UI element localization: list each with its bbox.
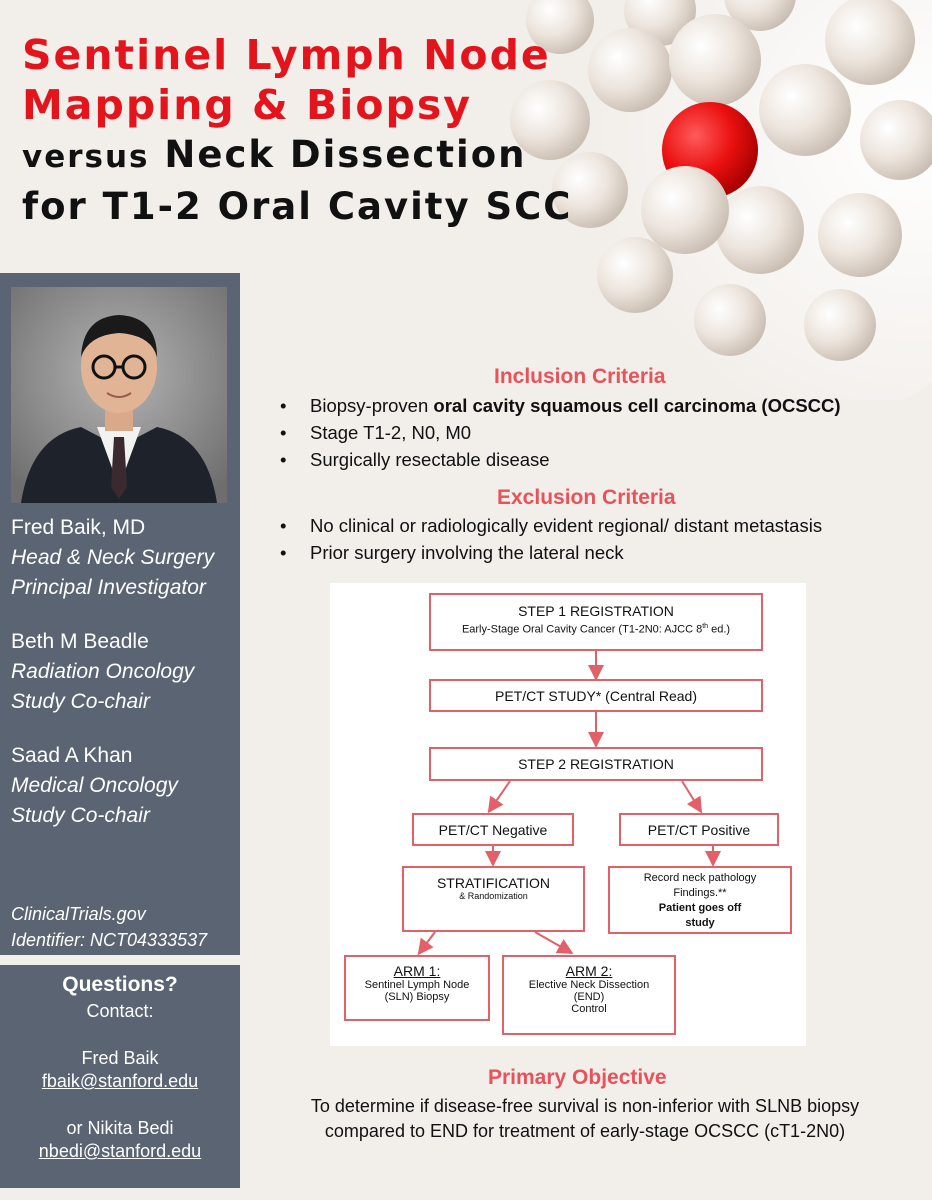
person-name: Saad A Khan <box>11 744 133 767</box>
title-versus: versus <box>22 139 150 175</box>
arm1-title: ARM 1: <box>393 963 441 979</box>
arm2-title: ARM 2: <box>565 963 613 979</box>
investigators-sidebar: Fred Baik, MD Head & Neck Surgery Princi… <box>0 273 240 955</box>
inclusion-item-text: Biopsy-proven <box>310 395 434 416</box>
person-title: Study Co-chair <box>11 690 150 713</box>
trial-id: Identifier: NCT04333537 <box>11 930 208 950</box>
objective-line-2: compared to END for treatment of early-s… <box>324 1121 846 1141</box>
contact-name-1: Fred Baik <box>81 1048 159 1068</box>
portrait-image <box>11 287 227 503</box>
person-name: Beth M Beadle <box>11 630 149 653</box>
list-item: Stage T1-2, N0, M0 <box>280 419 841 446</box>
inclusion-item-bold: oral cavity squamous cell carcinoma (OCS… <box>433 395 841 416</box>
petct-positive-box: PET/CT Positive <box>619 813 779 846</box>
contact-email-link-1[interactable]: fbaik@stanford.edu <box>41 1071 199 1091</box>
contact-label: Contact: <box>86 1001 154 1021</box>
record-line-2: Findings.** <box>673 887 727 899</box>
person-beth-beadle: Beth M Beadle Radiation Oncology Study C… <box>11 627 237 717</box>
study-schema-flowchart: STEP 1 REGISTRATION Early-Stage Oral Cav… <box>330 583 806 1046</box>
trial-registry: ClinicalTrials.gov <box>11 904 146 924</box>
arm1-box: ARM 1: Sentinel Lymph Node (SLN) Biopsy <box>344 955 490 1021</box>
sphere-cluster-illustration <box>510 0 932 400</box>
arm2-box: ARM 2: Elective Neck Dissection (END) Co… <box>502 955 676 1035</box>
title-line-4: for T1-2 Oral Cavity SCC <box>22 185 573 228</box>
step1-subtitle-end: ed.) <box>708 623 731 636</box>
person-role: Radiation Oncology <box>11 660 195 683</box>
arm1-line-2: (SLN) Biopsy <box>384 991 450 1003</box>
step1-superscript: th <box>702 623 709 630</box>
exclusion-list: No clinical or radiologically evident re… <box>280 512 822 566</box>
person-role: Medical Oncology <box>11 774 178 797</box>
contact-email-link-2[interactable]: nbedi@stanford.edu <box>38 1141 202 1161</box>
exclusion-heading: Exclusion Criteria <box>497 486 676 509</box>
arm2-line-3: Control <box>571 1003 607 1015</box>
title-line-3: versus Neck Dissection <box>22 130 572 182</box>
record-line-1: Record neck pathology <box>643 872 757 884</box>
step2-registration-box: STEP 2 REGISTRATION <box>429 747 763 781</box>
title-line-1: Sentinel Lymph Node <box>22 31 551 79</box>
person-role: Head & Neck Surgery <box>11 546 215 569</box>
stratification-title: STRATIFICATION <box>436 875 551 891</box>
stratification-box: STRATIFICATION & Randomization <box>402 866 585 932</box>
petct-study-label: PET/CT STUDY* (Central Read) <box>494 688 697 704</box>
flowchart-arrows <box>417 651 721 956</box>
title-neck-dissection: Neck Dissection <box>164 133 527 176</box>
petct-negative-box: PET/CT Negative <box>412 813 574 846</box>
person-title: Principal Investigator <box>11 576 206 599</box>
person-saad-khan: Saad A Khan Medical Oncology Study Co-ch… <box>11 741 237 831</box>
poster-title: Sentinel Lymph Node Mapping & Biopsy ver… <box>22 30 572 231</box>
contact-box: Questions? Contact: Fred Baik fbaik@stan… <box>0 965 240 1188</box>
contact-heading: Questions? <box>62 973 178 996</box>
arm1-line-1: Sentinel Lymph Node <box>364 979 470 991</box>
list-item: Prior surgery involving the lateral neck <box>280 539 822 566</box>
step1-registration-box: STEP 1 REGISTRATION Early-Stage Oral Cav… <box>429 593 763 651</box>
step1-title: STEP 1 REGISTRATION <box>518 603 674 619</box>
petct-study-box: PET/CT STUDY* (Central Read) <box>429 679 763 712</box>
primary-objective-text: To determine if disease-free survival is… <box>262 1094 908 1144</box>
contact-name-2: or Nikita Bedi <box>66 1118 174 1138</box>
inclusion-list: Biopsy-proven oral cavity squamous cell … <box>280 392 841 473</box>
trial-identifier: ClinicalTrials.gov Identifier: NCT043335… <box>11 901 207 953</box>
person-name: Fred Baik, MD <box>11 516 146 539</box>
list-item: No clinical or radiologically evident re… <box>280 512 822 539</box>
list-item: Surgically resectable disease <box>280 446 841 473</box>
person-fred-baik: Fred Baik, MD Head & Neck Surgery Princi… <box>11 513 237 603</box>
inclusion-heading: Inclusion Criteria <box>494 365 666 388</box>
record-line-4: study <box>685 917 715 929</box>
title-line-2: Mapping & Biopsy <box>22 81 473 129</box>
step2-label: STEP 2 REGISTRATION <box>518 756 674 772</box>
petct-negative-label: PET/CT Negative <box>438 822 548 838</box>
person-title: Study Co-chair <box>11 804 150 827</box>
step1-subtitle: Early-Stage Oral Cavity Cancer (T1-2N0: … <box>431 623 761 636</box>
step1-subtitle-text: Early-Stage Oral Cavity Cancer (T1-2N0: … <box>461 623 703 636</box>
list-item: Biopsy-proven oral cavity squamous cell … <box>280 392 841 419</box>
objective-line-1: To determine if disease-free survival is… <box>310 1096 860 1116</box>
petct-positive-label: PET/CT Positive <box>647 822 751 838</box>
record-pathology-box: Record neck pathology Findings.** Patien… <box>608 866 792 934</box>
record-line-3: Patient goes off <box>658 902 742 914</box>
investigator-list: Fred Baik, MD Head & Neck Surgery Princi… <box>11 513 237 855</box>
stratification-subtitle: & Randomization <box>459 891 528 901</box>
primary-objective-heading: Primary Objective <box>488 1066 667 1089</box>
arm2-line-1: Elective Neck Dissection <box>528 979 650 991</box>
arm2-line-2: (END) <box>573 991 605 1003</box>
investigator-photo <box>11 287 227 503</box>
